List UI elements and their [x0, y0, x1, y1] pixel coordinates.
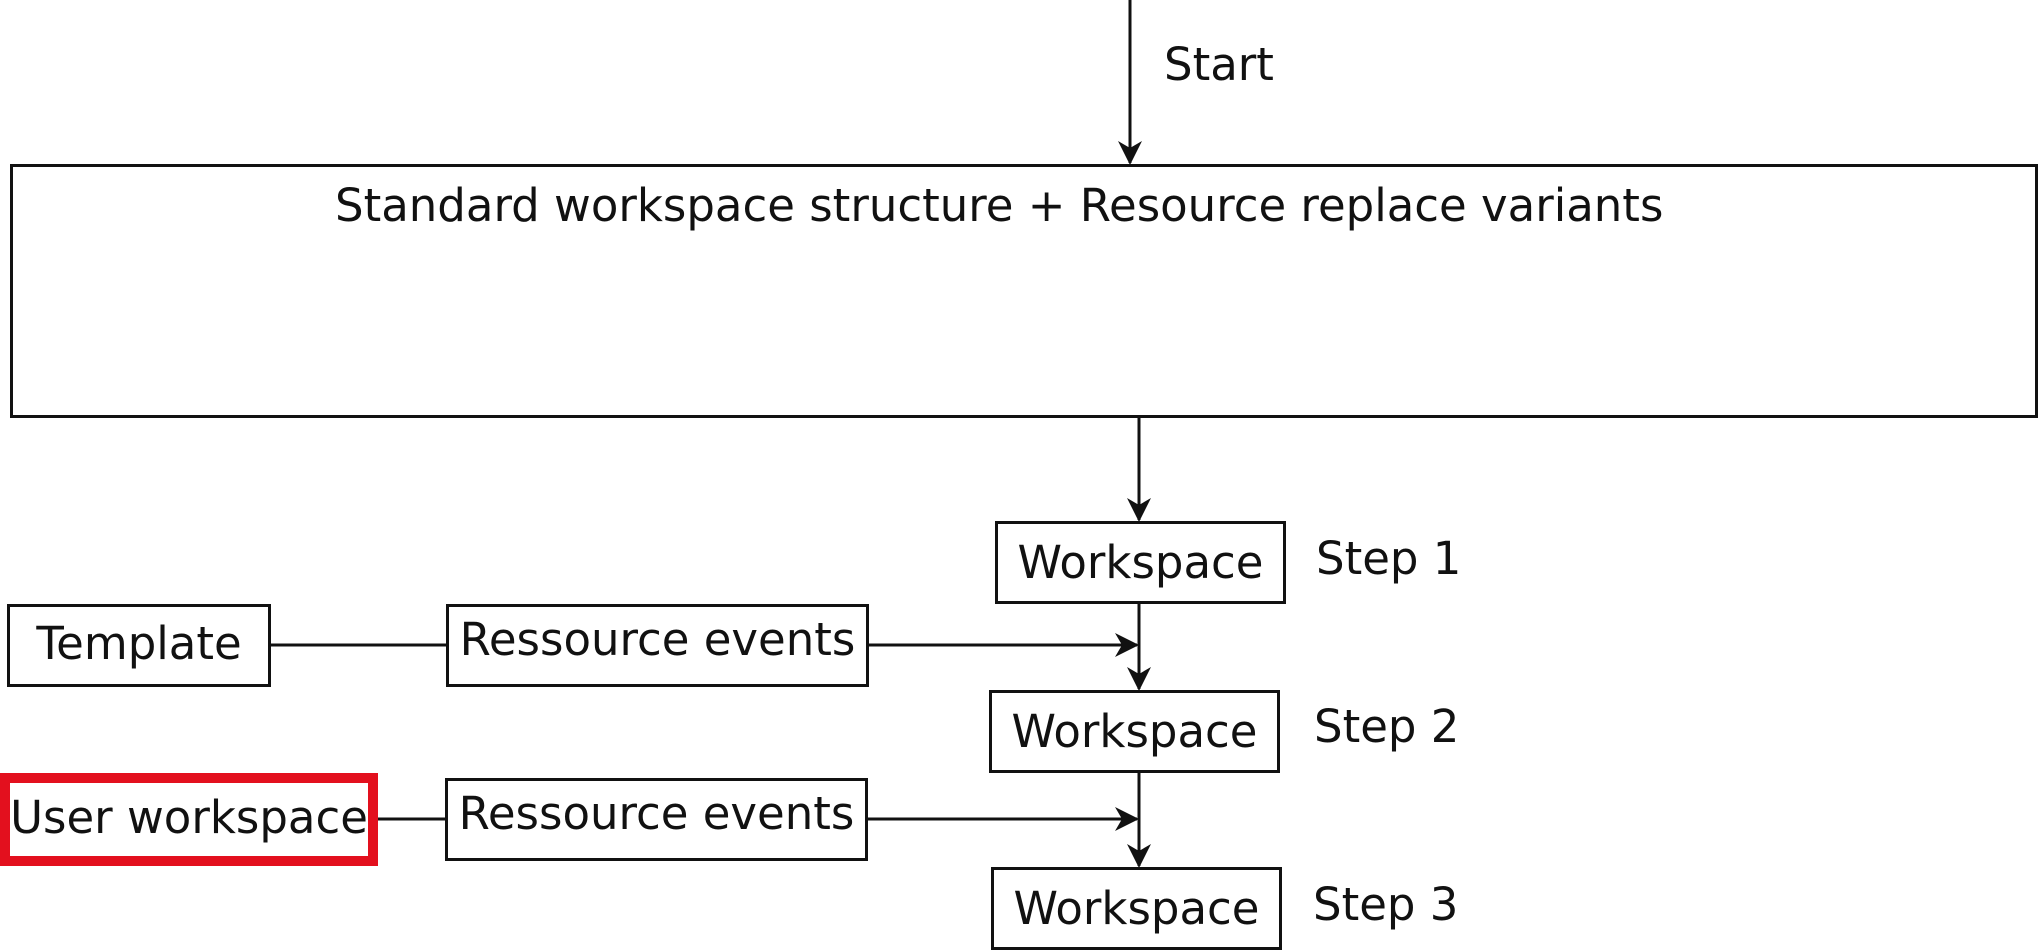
workspace-step1-box: Workspace [995, 521, 1286, 604]
template-label: Template [36, 617, 242, 670]
workspace-step3-label: Workspace [1013, 882, 1260, 935]
standard-structure-label: Standard workspace structure + Resource … [335, 179, 1664, 232]
template-box: Template [7, 604, 271, 687]
workspace-step2-label: Workspace [1011, 705, 1258, 758]
start-label: Start [1164, 38, 1274, 91]
user-workspace-box: User workspace [0, 773, 378, 866]
user-workspace-label: User workspace [10, 791, 368, 844]
step1-label: Step 1 [1316, 532, 1462, 585]
workspace-step2-box: Workspace [989, 690, 1280, 773]
workspace-step3-box: Workspace [991, 867, 1282, 950]
step2-label: Step 2 [1314, 700, 1460, 753]
resource-events-label-2: Ressource events [458, 787, 855, 840]
standard-structure-box: Standard workspace structure + Resource … [10, 164, 2038, 418]
resource-events-box-2: Ressource events [445, 778, 868, 861]
step3-label: Step 3 [1313, 878, 1459, 931]
workspace-step1-label: Workspace [1017, 536, 1264, 589]
resource-events-label-1: Ressource events [459, 613, 856, 666]
resource-events-box-1: Ressource events [446, 604, 869, 687]
